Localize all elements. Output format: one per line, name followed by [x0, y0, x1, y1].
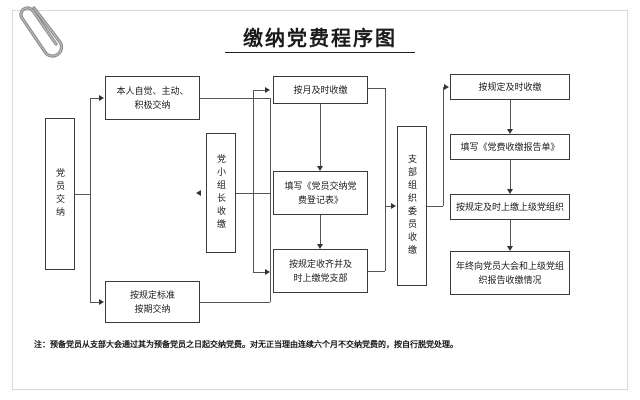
node-label: 支部组织委员收缴: [407, 154, 417, 258]
node-label: 党员交纳: [55, 168, 65, 220]
node-member-payment[interactable]: 党员交纳: [45, 118, 75, 270]
edge-n4-n7: [253, 272, 265, 273]
edge-right-trunk: [385, 88, 386, 271]
edge-n4-trunk: [236, 193, 253, 194]
edge-n1-n2: [90, 98, 99, 99]
node-label-line1: 本人自觉、主动、: [116, 86, 189, 96]
node-monthly-collect[interactable]: 按月及时收缴: [273, 76, 368, 104]
arrow-n5-n6: [316, 166, 323, 171]
edge-n11-n12: [510, 220, 511, 246]
arrow-n4-n5: [265, 86, 270, 93]
node-fill-payment-report[interactable]: 填写《党费收缴报告单》: [450, 134, 570, 160]
edge-n4-n5: [253, 90, 265, 91]
edge-n7-out: [368, 271, 385, 272]
edge-n7-n8: [385, 206, 392, 207]
edge-n1-trunk-vertical: [90, 98, 91, 302]
node-voluntary-payment[interactable]: 本人自觉、主动、 积极交纳: [105, 76, 200, 120]
arrow-n10-n11: [506, 189, 513, 194]
node-label-line2: 按期交纳: [134, 304, 171, 314]
arrow-n6-n7: [316, 244, 323, 249]
edge-n6-n7: [320, 215, 321, 244]
node-group-leader-collect[interactable]: 党小组长收缴: [206, 133, 236, 253]
node-remit-to-upper-org[interactable]: 按规定及时上缴上级党组织: [450, 194, 570, 220]
node-label-line1: 按规定标准: [129, 290, 175, 300]
edge-n8-out: [427, 206, 443, 207]
footnote: 注：预备党员从支部大会通过其为预备党员之日起交纳党费。对无正当理由连续六个月不交…: [34, 340, 458, 349]
node-label: 按规定及时上缴上级党组织: [455, 202, 564, 212]
arrow-n4-in-left: [196, 189, 201, 196]
node-label-line2: 织报告收缴情况: [478, 275, 542, 285]
edge-n1-n3: [90, 302, 99, 303]
node-label-line2: 费登记表》: [297, 195, 343, 205]
arrow-n1-n3: [99, 298, 104, 305]
arrow-n9-n10: [506, 129, 513, 134]
arrow-n1-n2: [99, 94, 104, 101]
node-label: 按月及时收缴: [293, 85, 348, 95]
edge-n5-trunk: [368, 88, 385, 89]
arrow-n11-n12: [506, 246, 513, 251]
node-branch-organization-member-collect[interactable]: 支部组织委员收缴: [397, 126, 427, 286]
edge-n3-up: [270, 193, 271, 302]
node-label: 填写《党费收缴报告单》: [460, 142, 560, 152]
page-title-text: 缴纳党费程序图: [243, 28, 397, 50]
node-collect-per-regulation[interactable]: 按规定及时收缴: [450, 74, 570, 100]
page-title: 缴纳党费程序图: [0, 22, 640, 53]
node-label: 党小组长收缴: [216, 154, 226, 232]
arrow-into-n8: [391, 202, 396, 209]
arrow-n8-n9: [444, 83, 449, 90]
arrow-n4-n7: [265, 268, 270, 275]
node-label: 按规定及时收缴: [478, 82, 542, 92]
node-label-line1: 年终向党员大会和上级党组: [455, 261, 564, 271]
node-fill-member-payment-register[interactable]: 填写《党员交纳党 费登记表》: [273, 171, 368, 215]
node-yearend-report[interactable]: 年终向党员大会和上级党组 织报告收缴情况: [450, 251, 570, 295]
node-label-line2: 积极交纳: [134, 100, 171, 110]
edge-n9-n10: [510, 100, 511, 129]
edge-n2-down: [270, 98, 271, 194]
edge-n1-trunk: [75, 194, 90, 195]
node-standard-ontime-payment[interactable]: 按规定标准 按期交纳: [105, 281, 200, 323]
edge-n10-n11: [510, 160, 511, 189]
node-label-line1: 按规定收齐并及: [288, 259, 352, 269]
edge-n2-out: [200, 98, 270, 99]
edge-n3-out: [200, 302, 270, 303]
title-underline: [225, 52, 415, 53]
edge-n8-up: [443, 87, 444, 206]
node-collect-and-remit-branch[interactable]: 按规定收齐并及 时上缴党支部: [273, 249, 368, 293]
edge-n5-n6: [320, 104, 321, 166]
node-label-line1: 填写《党员交纳党: [284, 181, 357, 191]
edge-n4-trunk-vertical: [253, 90, 254, 272]
paperclip-icon: [19, 6, 64, 58]
node-label-line2: 时上缴党支部: [293, 273, 348, 283]
